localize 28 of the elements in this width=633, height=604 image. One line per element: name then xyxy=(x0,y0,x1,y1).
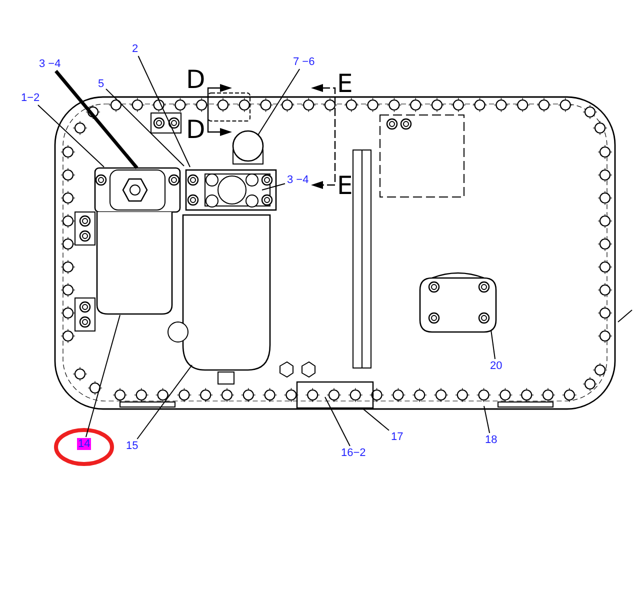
callout-number: 2 xyxy=(131,43,140,55)
callout-number: 3 −4 xyxy=(286,174,310,186)
leader-line xyxy=(262,183,286,190)
leader-line xyxy=(490,330,496,360)
leader-line xyxy=(484,406,490,434)
callout-number: 20 xyxy=(489,360,504,372)
callout-number: 15 xyxy=(125,440,140,452)
callout-number: 14 xyxy=(77,438,92,450)
leader-line xyxy=(85,314,120,438)
leader-line xyxy=(37,104,104,168)
section-marker: D xyxy=(186,68,206,92)
section-marker: D xyxy=(186,118,206,142)
callout-number: 3 −4 xyxy=(38,58,62,70)
callout-number: 1−2 xyxy=(20,92,41,104)
leader-line xyxy=(324,396,350,446)
leader-line xyxy=(54,70,138,170)
section-marker: E xyxy=(337,72,353,96)
leader-line xyxy=(136,364,192,440)
callout-number: 17 xyxy=(390,431,404,443)
callout-number: 5 xyxy=(97,78,106,90)
callout-number: 16−2 xyxy=(340,447,367,459)
section-marker: E xyxy=(337,174,353,198)
leader-line xyxy=(258,68,300,136)
callout-number: 18 xyxy=(484,434,498,446)
leader-line xyxy=(106,88,184,166)
leader-line xyxy=(138,56,190,168)
leader-line xyxy=(362,408,390,431)
callout-number: 7 −6 xyxy=(292,56,316,68)
